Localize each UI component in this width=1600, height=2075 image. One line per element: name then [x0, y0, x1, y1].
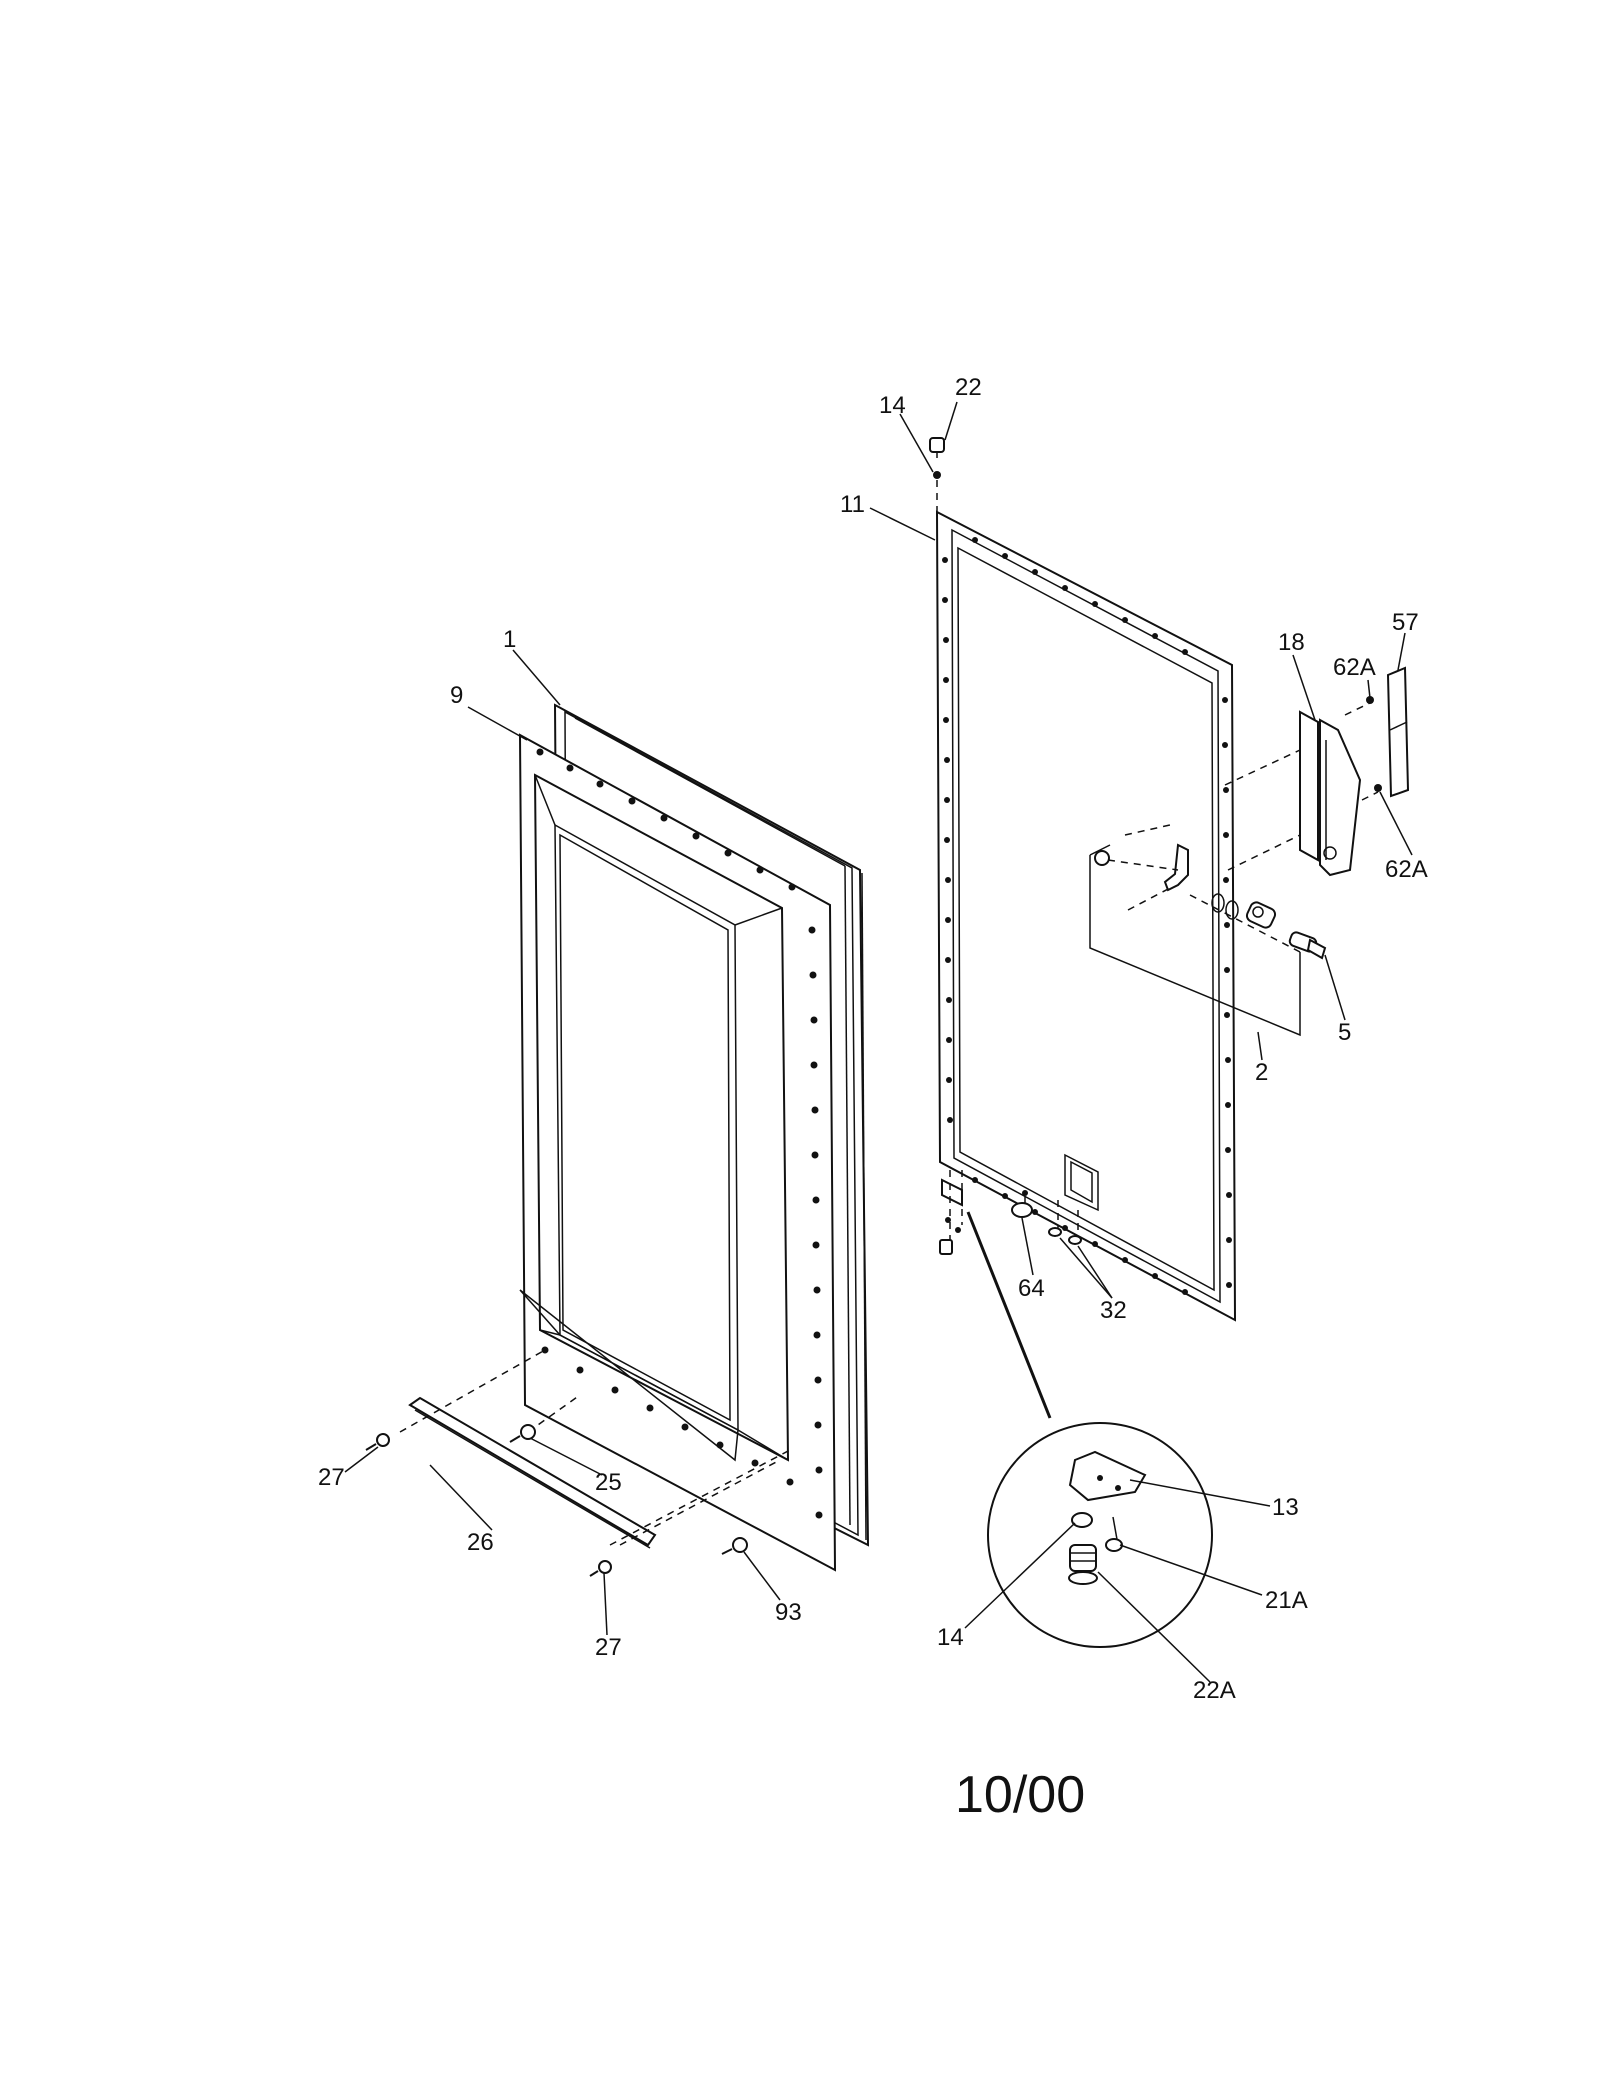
label-64: 64	[1018, 1275, 1045, 1302]
label-57: 57	[1392, 609, 1419, 636]
label-22-top: 22	[955, 374, 982, 401]
label-14-detail: 14	[937, 1624, 964, 1651]
label-22a: 22A	[1193, 1677, 1236, 1704]
part-labels: 22 14 11 57 18 62A 62A 1 9 5 2 64 32 27 …	[318, 374, 1428, 1704]
label-9: 9	[450, 682, 463, 709]
label-25: 25	[595, 1469, 622, 1496]
handle-trim-part-57	[1386, 666, 1410, 798]
label-27-left: 27	[318, 1464, 345, 1491]
label-32: 32	[1100, 1297, 1127, 1324]
fasteners-lower-left	[365, 1349, 791, 1577]
top-screw-part-22	[929, 437, 945, 512]
label-26: 26	[467, 1529, 494, 1556]
label-13: 13	[1272, 1494, 1299, 1521]
bottom-hinge-hardware	[939, 1170, 1082, 1255]
door-liner-part-9	[518, 733, 837, 1572]
hinge-detail-callout	[966, 1211, 1213, 1648]
leader-lines	[344, 401, 1413, 1683]
label-93: 93	[775, 1599, 802, 1626]
door-gasket-part-11	[935, 510, 1237, 1322]
label-2: 2	[1255, 1059, 1268, 1086]
lock-assembly-part-2	[1089, 824, 1301, 1037]
lock-key-part-5	[1288, 931, 1327, 960]
label-62a-top: 62A	[1333, 654, 1376, 681]
label-11: 11	[840, 491, 865, 518]
shelf-bar-part-26	[408, 1396, 657, 1549]
handle-dashed-leaders	[1224, 701, 1379, 871]
handle-part-18	[1299, 696, 1382, 877]
label-27-bottom: 27	[595, 1634, 622, 1661]
label-21a: 21A	[1265, 1587, 1308, 1614]
label-14-top: 14	[879, 392, 906, 419]
label-1: 1	[503, 626, 516, 653]
label-62a-bottom: 62A	[1385, 856, 1428, 883]
label-5: 5	[1338, 1019, 1351, 1046]
label-18: 18	[1278, 629, 1305, 656]
date-code: 10/00	[955, 1766, 1086, 1824]
